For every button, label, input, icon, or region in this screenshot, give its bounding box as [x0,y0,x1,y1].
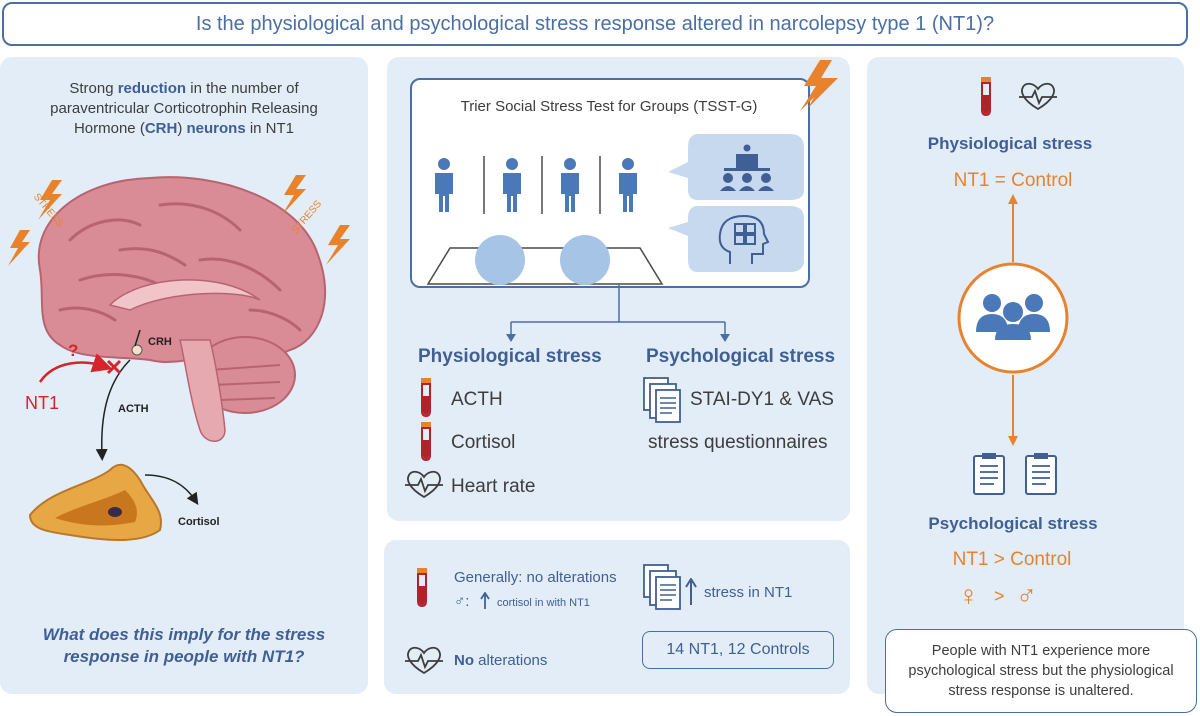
result-general: Generally: no alterations [454,569,617,586]
presentation-icon [720,144,774,191]
group-compare-diagram [957,194,1069,446]
implication-question: What does this imply for the stress resp… [0,624,368,668]
gt-symbol: > [994,586,1005,606]
lightning-icon [326,225,350,265]
blood-tube-icon [421,378,431,418]
brainstem [179,339,226,442]
tsst-scene [426,78,838,285]
lightning-icon [808,78,838,108]
method-phys-item-cortisol: Cortisol [451,432,516,453]
female-symbol: ♀ [958,580,979,611]
finding-bold-crh: CRH [144,120,178,137]
acth-label: ACTH [118,403,149,415]
questionnaire-icon [643,564,681,610]
up-arrow-icon [685,578,697,605]
block-cross-icon [106,359,122,375]
right-psych-result: NT1 > Control [952,549,1072,570]
nt1-inhibition-arrow [38,353,113,383]
method-psych-heading: Psychological stress [646,346,836,367]
questionnaire-icon [973,453,1005,495]
implication-line-1: What does this imply for the stress [42,625,326,644]
results-panel [384,540,850,694]
sample-size-text: 14 NT1, 12 Controls [666,641,810,658]
tsst-lightning [800,60,834,111]
questionnaire-icon [643,377,681,423]
result-male-note: cortisol in with NT1 [497,597,590,609]
person-icon [503,158,521,212]
conclusion-line-1: People with NT1 experience more [931,643,1151,659]
method-psych-line2: stress questionnaires [648,432,828,453]
lightning-icon [38,180,62,220]
cortisol-arrow [144,474,199,505]
finding-bold-reduction: reduction [117,80,187,97]
blood-tube-icon [417,568,427,608]
finding-text-1: Strong [69,80,118,97]
finding-text-2: in the number of [186,80,299,97]
nt1-label: NT1 [25,393,60,413]
implication-line-2: response in people with NT1? [63,647,305,666]
right-psych-heading: Psychological stress [928,514,1098,533]
right-phys-result: NT1 = Control [953,170,1073,191]
person-icon [619,158,637,212]
title-banner: Is the physiological and psychological s… [2,2,1188,46]
finding-text-4: Hormone ( [73,120,145,137]
method-psych-line1: STAI-DY1 & VAS [690,389,834,410]
finding-bold-neurons: neurons [186,120,246,137]
method-phys-heading: Physiological stress [418,346,602,367]
cortisol-label: Cortisol [178,516,220,528]
result-male-symbol: ♂: [454,593,470,610]
heart-rate-icon [1019,82,1057,111]
acth-arrow [95,359,131,461]
group-people-icon [976,294,1050,340]
right-phys-heading: Physiological stress [927,134,1093,153]
result-hr: No alterations [454,652,547,669]
person-icon [561,158,579,212]
crh-arrow [134,329,141,347]
finding-text-3: paraventricular Corticotrophin Releasing [50,100,318,117]
branch-arrows [506,284,730,342]
person-icon [435,158,453,212]
corpus-callosum [108,279,261,311]
result-hr-no: No [454,652,474,669]
audience-table [426,247,664,285]
heart-rate-icon [405,646,443,675]
page-title: Is the physiological and psychological s… [195,12,995,35]
method-phys-item-hr: Heart rate [451,476,536,497]
male-symbol: ♂ [1016,580,1037,611]
blood-tube-icon [981,77,991,117]
method-phys-item-acth: ACTH [451,389,503,410]
lightning-icon [282,175,306,215]
blood-tube-icon [421,422,431,462]
result-hr-alterations: alterations [474,652,548,669]
finding-text-5: ) [177,120,187,137]
right-panel [867,57,1184,694]
brain-illustration [8,175,350,541]
lightning-icon [8,230,30,266]
tsst-title: Trier Social Stress Test for Groups (TSS… [460,98,758,115]
heart-rate-icon [405,470,443,499]
conclusion-box: People with NT1 experience more psycholo… [885,629,1197,713]
question-mark: ? [68,341,79,360]
conclusion-line-2: psychological stress but the physiologic… [908,663,1174,679]
crh-label: CRH [148,336,172,348]
result-stress-nt1: stress in NT1 [704,584,793,601]
left-panel [0,57,368,694]
conclusion-line-3: stress response is unaltered. [948,683,1134,699]
questionnaire-icon [1025,453,1057,495]
crh-finding-text: Strong reduction in the number of parave… [0,79,368,139]
up-arrow-icon [480,592,490,609]
head-math-icon [718,214,770,264]
lightning-icon [800,60,834,111]
sample-size-box: 14 NT1, 12 Controls [642,631,834,669]
finding-text-6: in NT1 [245,120,295,137]
